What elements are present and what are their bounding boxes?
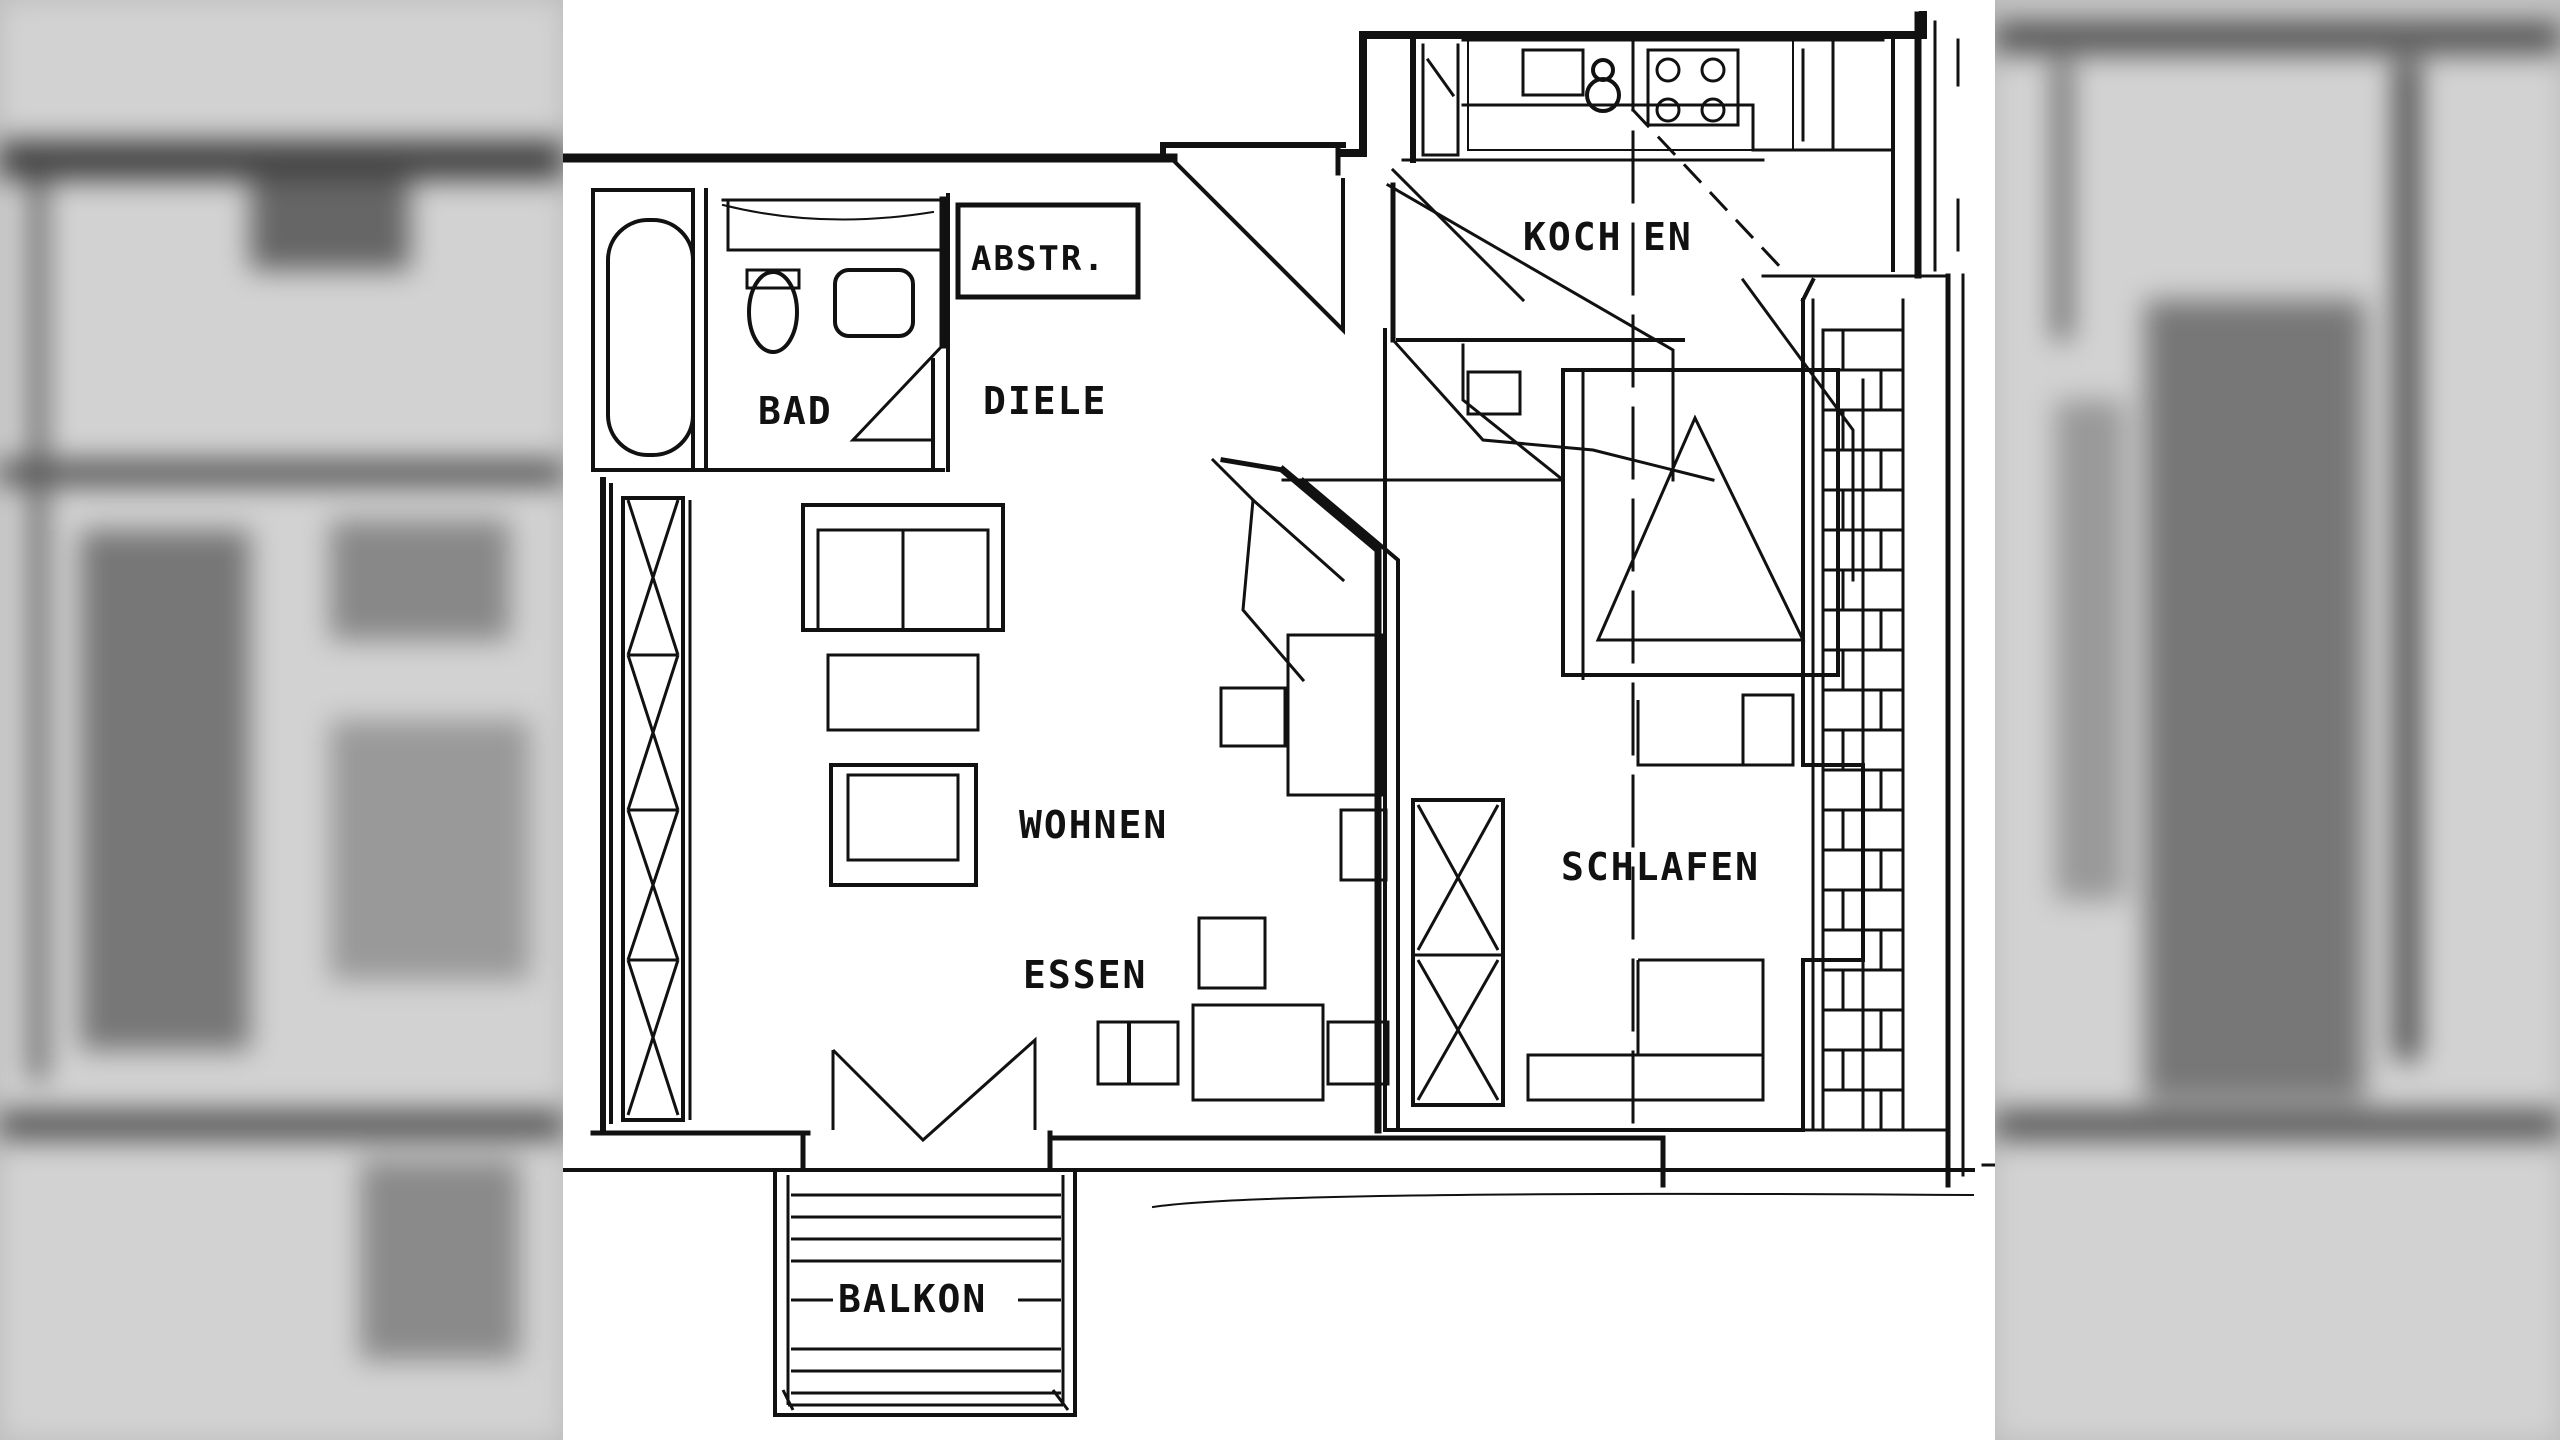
- room-label-schlafen: SCHLAFEN: [1561, 845, 1760, 889]
- floor-plan-sheet: BAD ABSTR. DIELE KOCH EN WOHNEN ESSEN SC…: [563, 0, 1995, 1440]
- room-label-abstr: ABSTR.: [971, 239, 1106, 279]
- room-label-bad: BAD: [758, 389, 833, 433]
- room-label-balkon: BALKON: [838, 1277, 987, 1321]
- blurred-background-right: [1995, 0, 2560, 1440]
- balcony-railing-hatch: [1823, 328, 1903, 1130]
- balcony-floor-lines: [791, 1193, 1061, 1395]
- blurred-background-left: [0, 0, 563, 1440]
- room-label-kochen-left: KOCH: [1523, 215, 1623, 259]
- floor-plan-drawing: BAD ABSTR. DIELE KOCH EN WOHNEN ESSEN SC…: [563, 11, 1995, 1417]
- room-label-essen: ESSEN: [1023, 953, 1147, 997]
- room-label-kochen-right: EN: [1643, 215, 1693, 259]
- room-label-wohnen: WOHNEN: [1019, 803, 1168, 847]
- room-label-diele: DIELE: [983, 379, 1107, 423]
